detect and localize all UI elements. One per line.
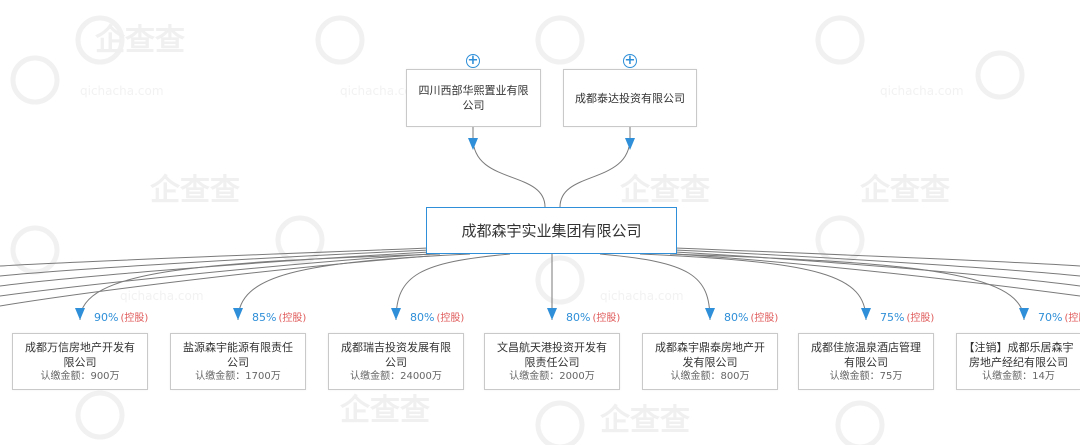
shareholder-node-1[interactable]: 四川西部华熙置业有限 公司 [406,69,541,127]
node-label: 公司 [227,355,249,369]
edge-sub-3 [395,253,511,321]
subscribed-amount: 认缴金额：14万 [982,370,1055,382]
edge-sub-2 [237,253,471,321]
node-label: 【注销】成都乐居森宇 [963,340,1074,354]
holding-pct-label: 80%(控股) [410,311,465,324]
node-label: 公司 [462,99,485,112]
subscribed-amount: 认缴金额：2000万 [509,370,595,382]
subsidiary-node-7[interactable]: 【注销】成都乐居森宇 房地产经纪有限公司 认缴金额：14万 [956,333,1080,390]
subscribed-amount: 认缴金额：24000万 [350,370,442,382]
edge-shareholder-2 [559,127,631,208]
node-label: 发有限公司 [682,355,738,369]
holding-pct-label: 90%(控股) [94,311,149,324]
subsidiary-node-2[interactable]: 盐源森宇能源有限责任 公司 认缴金额：1700万 [170,333,306,390]
subscribed-amount: 认缴金额：900万 [40,370,120,382]
arrow-shareholder-2 [625,138,635,150]
edge-sub-6 [639,253,867,321]
holding-pct-label: 85%(控股) [252,311,307,324]
node-label: 有限公司 [844,355,888,369]
node-label: 房地产经纪有限公司 [969,355,1068,369]
plus-circle-icon[interactable]: + [623,53,637,68]
node-label: 成都万信房地产开发有 [25,340,135,354]
subsidiary-node-1[interactable]: 成都万信房地产开发有 限公司 认缴金额：900万 [12,333,148,390]
subscribed-amount: 认缴金额：1700万 [195,370,281,382]
subscribed-amount: 认缴金额：800万 [670,370,750,382]
edge-sub-1 [79,253,441,321]
holding-pct-label: 70%(控股) [1038,311,1080,324]
edge-sub-5 [599,253,711,321]
node-label: 盐源森宇能源有限责任 [183,340,293,354]
node-label: 限责任公司 [524,355,580,369]
edge-shareholder-1 [472,127,546,208]
plus-circle-icon[interactable]: + [466,53,480,68]
node-label: 成都森宇鼎泰房地产开 [655,340,765,354]
node-label: 四川西部华熙置业有限 [418,84,529,97]
center-company-node[interactable]: 成都森宇实业集团有限公司 [426,207,677,254]
node-label: 文昌航天港投资开发有 [497,340,607,354]
node-label: 公司 [385,355,407,369]
node-label: 成都佳旅温泉酒店管理 [811,340,921,354]
arrow-shareholder-1 [468,138,478,150]
node-label: 成都泰达投资有限公司 [575,91,685,105]
edge-sub-7 [669,253,1025,321]
shareholder-node-2[interactable]: 成都泰达投资有限公司 [563,69,697,127]
holding-pct-label: 80%(控股) [566,311,621,324]
subsidiary-node-5[interactable]: 成都森宇鼎泰房地产开 发有限公司 认缴金额：800万 [642,333,778,390]
subsidiary-node-4[interactable]: 文昌航天港投资开发有 限责任公司 认缴金额：2000万 [484,333,620,390]
node-label: 成都瑞吉投资发展有限 [341,340,451,354]
subsidiary-node-6[interactable]: 成都佳旅温泉酒店管理 有限公司 认缴金额：75万 [798,333,934,390]
holding-pct-label: 80%(控股) [724,311,779,324]
node-label: 限公司 [63,355,97,369]
center-company-name: 成都森宇实业集团有限公司 [461,222,642,240]
subscribed-amount: 认缴金额：75万 [829,370,903,382]
subsidiary-node-3[interactable]: 成都瑞吉投资发展有限 公司 认缴金额：24000万 [328,333,464,390]
holding-pct-label: 75%(控股) [880,311,935,324]
